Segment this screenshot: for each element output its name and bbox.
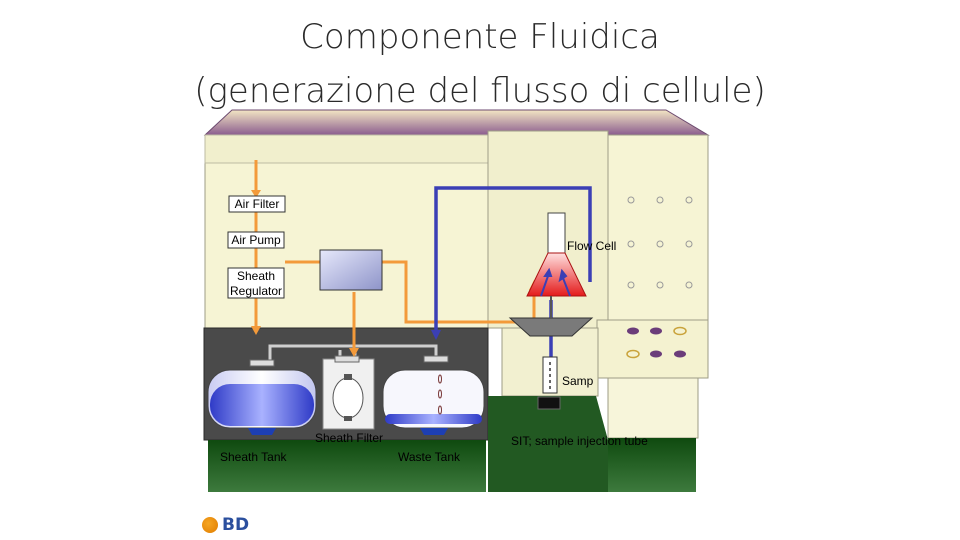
- bd-logo: BD: [202, 515, 249, 535]
- flow-cell: [508, 212, 594, 337]
- sheath-filter: [322, 358, 375, 430]
- sheath-regulator-label-box: Sheath Regulator: [227, 267, 285, 299]
- air-pump-label: Air Pump: [231, 233, 281, 247]
- sample-injection-tube: [537, 356, 561, 410]
- waste-arrowhead: [431, 330, 441, 340]
- air-filter-label: Air Filter: [235, 197, 280, 211]
- indicator-lights: [627, 196, 693, 289]
- title-line-1: Componente Fluidica: [300, 17, 660, 57]
- bd-logo-icon: [202, 517, 218, 533]
- instrument-shelf: [204, 134, 489, 164]
- sheath-tank: [207, 369, 317, 435]
- air-filter-label-box: Air Filter: [228, 195, 286, 213]
- instrument-body: [204, 134, 709, 329]
- waste-tank: [382, 369, 485, 435]
- sheath-regulator-label-1: Sheath: [237, 269, 275, 283]
- sit-label: SIT; sample injection tube: [511, 434, 648, 448]
- instrument-top-panel: [203, 109, 710, 136]
- right-base: [608, 438, 696, 492]
- bd-logo-text: BD: [222, 515, 250, 535]
- sample-base: [488, 396, 608, 492]
- air-pump-label-box: Air Pump: [227, 231, 285, 249]
- samp-label: Samp: [562, 374, 594, 388]
- sheath-regulator-unit: [319, 249, 383, 291]
- tank-caps: [249, 355, 449, 367]
- right-lower-panel: [607, 377, 699, 439]
- title-line-2: (generazione del flusso di cellule): [194, 71, 766, 111]
- control-buttons: [626, 326, 687, 359]
- sheath-regulator-label-2: Regulator: [230, 284, 282, 298]
- cabinet-base: [208, 440, 486, 492]
- sheath-tank-label: Sheath Tank: [220, 450, 287, 464]
- waste-tank-label: Waste Tank: [398, 450, 461, 464]
- sheath-filter-label: Sheath Filter: [315, 431, 383, 445]
- flow-cell-label: Flow Cell: [567, 239, 616, 253]
